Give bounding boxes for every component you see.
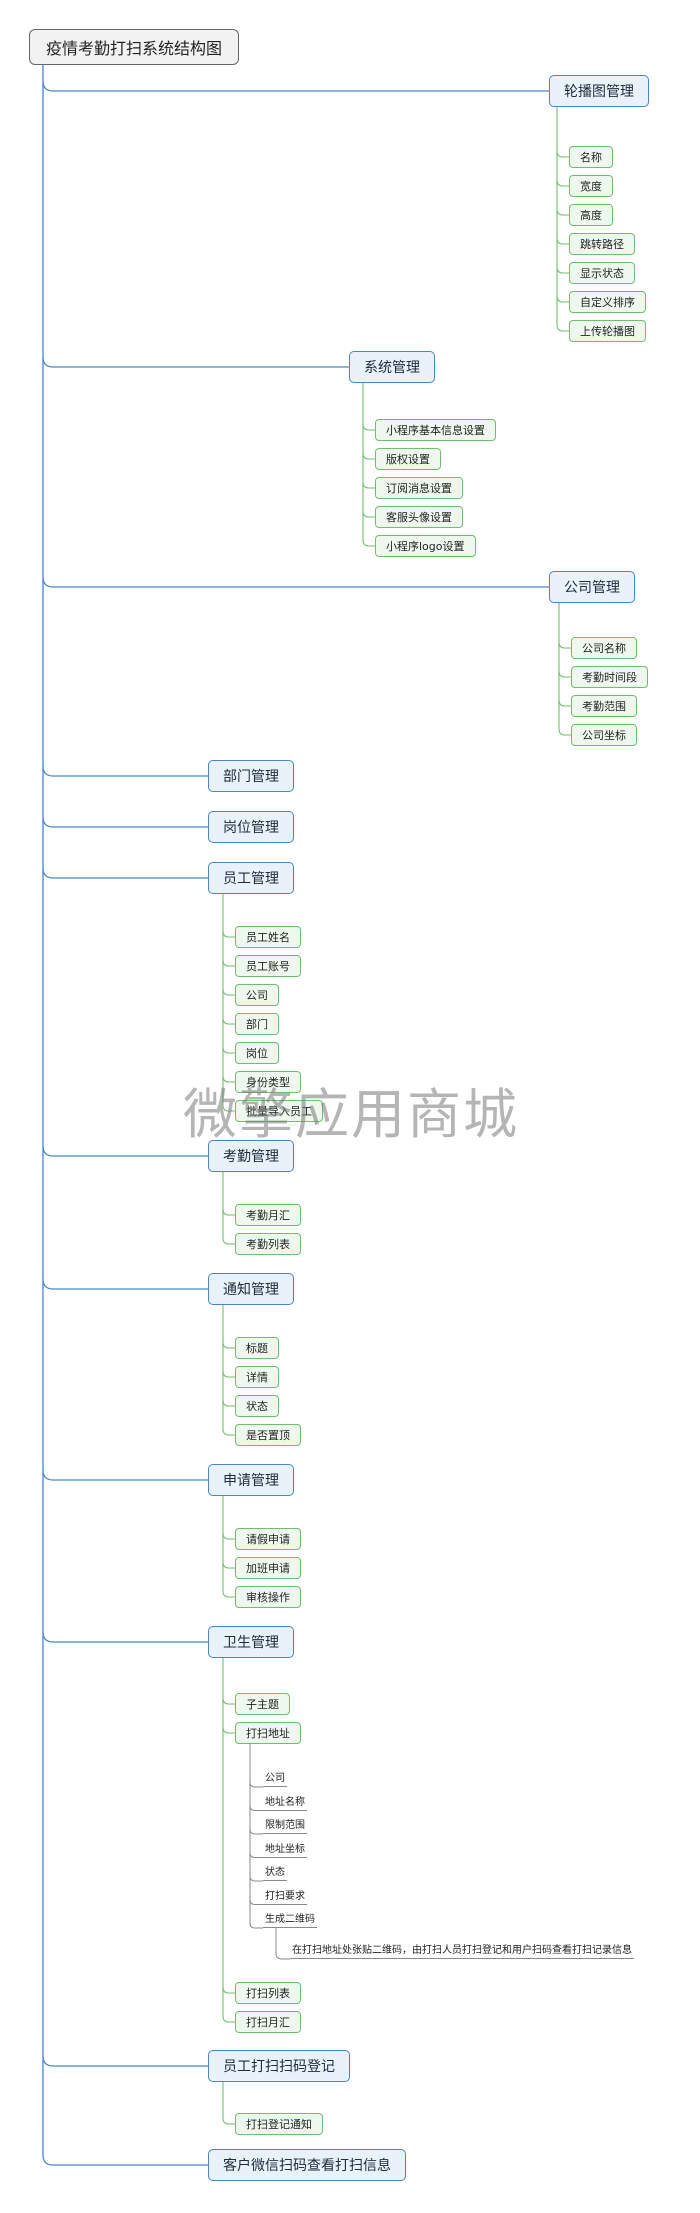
leaf-attendance-1: 考勤列表 [235, 1233, 301, 1255]
address-item-6: 生成二维码 [263, 1912, 317, 1928]
branch-carousel: 轮播图管理 [549, 75, 649, 107]
leaf-notice-0: 标题 [235, 1337, 279, 1359]
root-title: 疫情考勤打扫系统结构图 [29, 29, 240, 65]
branch-hygiene: 卫生管理 [208, 1626, 294, 1658]
leaf-notice-3: 是否置顶 [235, 1424, 301, 1446]
leaf-carousel-5: 自定义排序 [569, 291, 646, 313]
leaf-hygiene-1: 打扫地址 [235, 1722, 301, 1744]
leaf-employee-2: 公司 [235, 984, 279, 1006]
leaf-employee-6: 批量导入员工 [235, 1100, 323, 1122]
address-item-1: 地址名称 [263, 1795, 307, 1811]
leaf-application-0: 请假申请 [235, 1528, 301, 1550]
leaf-carousel-2: 高度 [569, 204, 613, 226]
branch-system: 系统管理 [349, 351, 435, 383]
leaf-employee-0: 员工姓名 [235, 926, 301, 948]
leaf-employee-1: 员工账号 [235, 955, 301, 977]
leaf-notice-1: 详情 [235, 1366, 279, 1388]
address-item-2: 限制范围 [263, 1818, 307, 1834]
branch-notice: 通知管理 [208, 1273, 294, 1305]
leaf-system-0: 小程序基本信息设置 [375, 419, 496, 441]
address-item-5: 打扫要求 [263, 1889, 307, 1905]
leaf-company-0: 公司名称 [571, 637, 637, 659]
leaf-hygiene-3: 打扫月汇 [235, 2011, 301, 2033]
qr-note: 在打扫地址处张贴二维码，由打扫人员打扫登记和用户扫码查看打扫记录信息 [290, 1943, 634, 1959]
leaf-application-1: 加班申请 [235, 1557, 301, 1579]
address-item-0: 公司 [263, 1771, 287, 1787]
leaf-hygiene-2: 打扫列表 [235, 1982, 301, 2004]
leaf-employee-3: 部门 [235, 1013, 279, 1035]
branch-scan: 员工打扫扫码登记 [208, 2050, 350, 2082]
leaf-application-2: 审核操作 [235, 1586, 301, 1608]
leaf-carousel-6: 上传轮播图 [569, 320, 646, 342]
address-item-4: 状态 [263, 1865, 287, 1881]
leaf-company-3: 公司坐标 [571, 724, 637, 746]
leaf-system-3: 客服头像设置 [375, 506, 463, 528]
leaf-company-1: 考勤时间段 [571, 666, 648, 688]
branch-employee: 员工管理 [208, 862, 294, 894]
branch-position: 岗位管理 [208, 811, 294, 843]
leaf-company-2: 考勤范围 [571, 695, 637, 717]
leaf-attendance-0: 考勤月汇 [235, 1204, 301, 1226]
address-item-3: 地址坐标 [263, 1842, 307, 1858]
leaf-carousel-3: 跳转路径 [569, 233, 635, 255]
leaf-employee-4: 岗位 [235, 1042, 279, 1064]
branch-application: 申请管理 [208, 1464, 294, 1496]
leaf-carousel-1: 宽度 [569, 175, 613, 197]
leaf-notice-2: 状态 [235, 1395, 279, 1417]
leaf-carousel-0: 名称 [569, 146, 613, 168]
branch-company: 公司管理 [549, 571, 635, 603]
leaf-hygiene-0: 子主题 [235, 1693, 290, 1715]
leaf-scan-0: 打扫登记通知 [235, 2113, 323, 2135]
branch-customer: 客户微信扫码查看打扫信息 [208, 2149, 406, 2181]
leaf-system-1: 版权设置 [375, 448, 441, 470]
branch-department: 部门管理 [208, 760, 294, 792]
leaf-system-4: 小程序logo设置 [375, 535, 476, 557]
leaf-system-2: 订阅消息设置 [375, 477, 463, 499]
branch-attendance: 考勤管理 [208, 1140, 294, 1172]
leaf-carousel-4: 显示状态 [569, 262, 635, 284]
leaf-employee-5: 身份类型 [235, 1071, 301, 1093]
